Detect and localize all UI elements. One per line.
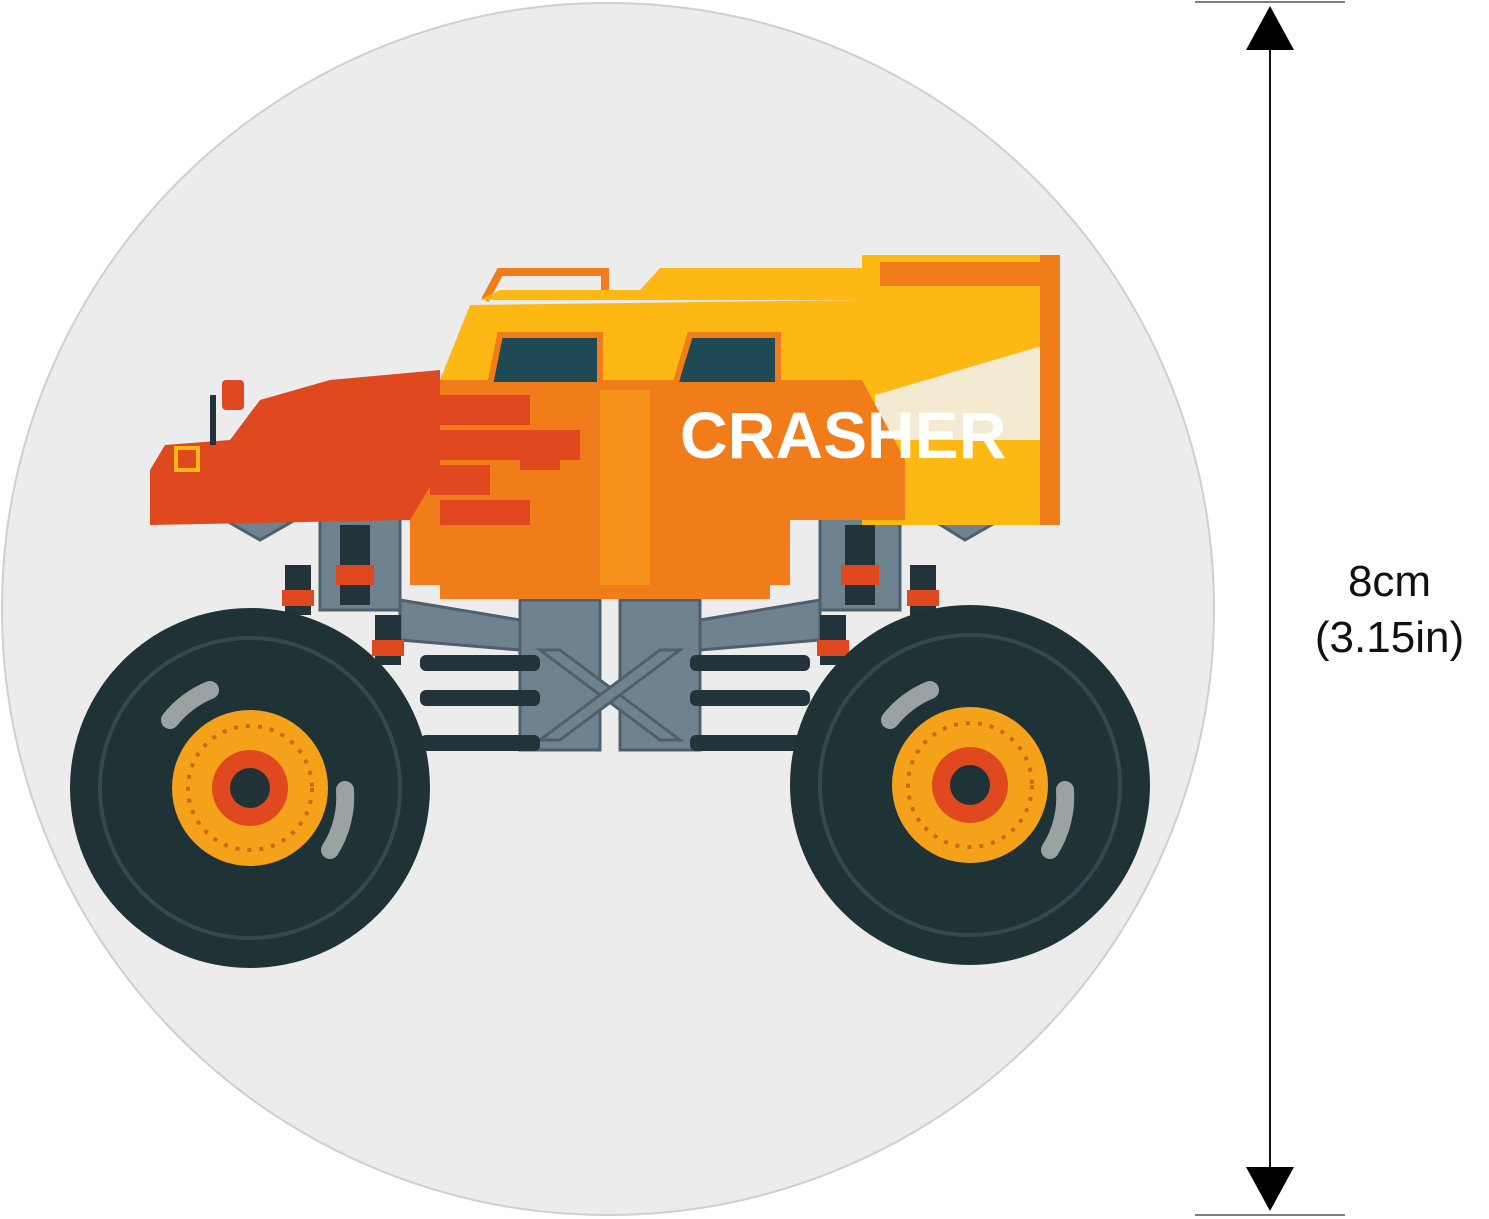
dimension-metric-label: 8cm: [1347, 557, 1432, 606]
roof-rack: [481, 268, 609, 302]
cabin-window-front: [486, 332, 603, 388]
brand-text: CRASHER: [680, 398, 1006, 472]
shock-absorbers: [282, 525, 939, 665]
bumper: [440, 585, 770, 599]
truck-body: CRASHER: [150, 255, 1060, 599]
flame-pattern: [430, 395, 580, 525]
monster-truck-illustration: CRASHER: [70, 255, 1150, 968]
axle-rods: [420, 655, 810, 751]
headlight: [174, 446, 200, 472]
dimension-imperial-label: (3.15in): [1314, 613, 1465, 662]
dimension-indicator: [1195, 1, 1345, 1216]
wheel-left: [70, 608, 430, 968]
sticker-disc: [1, 2, 1215, 1216]
cabin-window-rear: [670, 332, 781, 388]
mirror: [222, 380, 244, 410]
arrow-up-icon: [1246, 6, 1294, 50]
wheel-right: [790, 605, 1150, 965]
hood: [150, 370, 440, 525]
arrow-down-icon: [1246, 1167, 1294, 1211]
